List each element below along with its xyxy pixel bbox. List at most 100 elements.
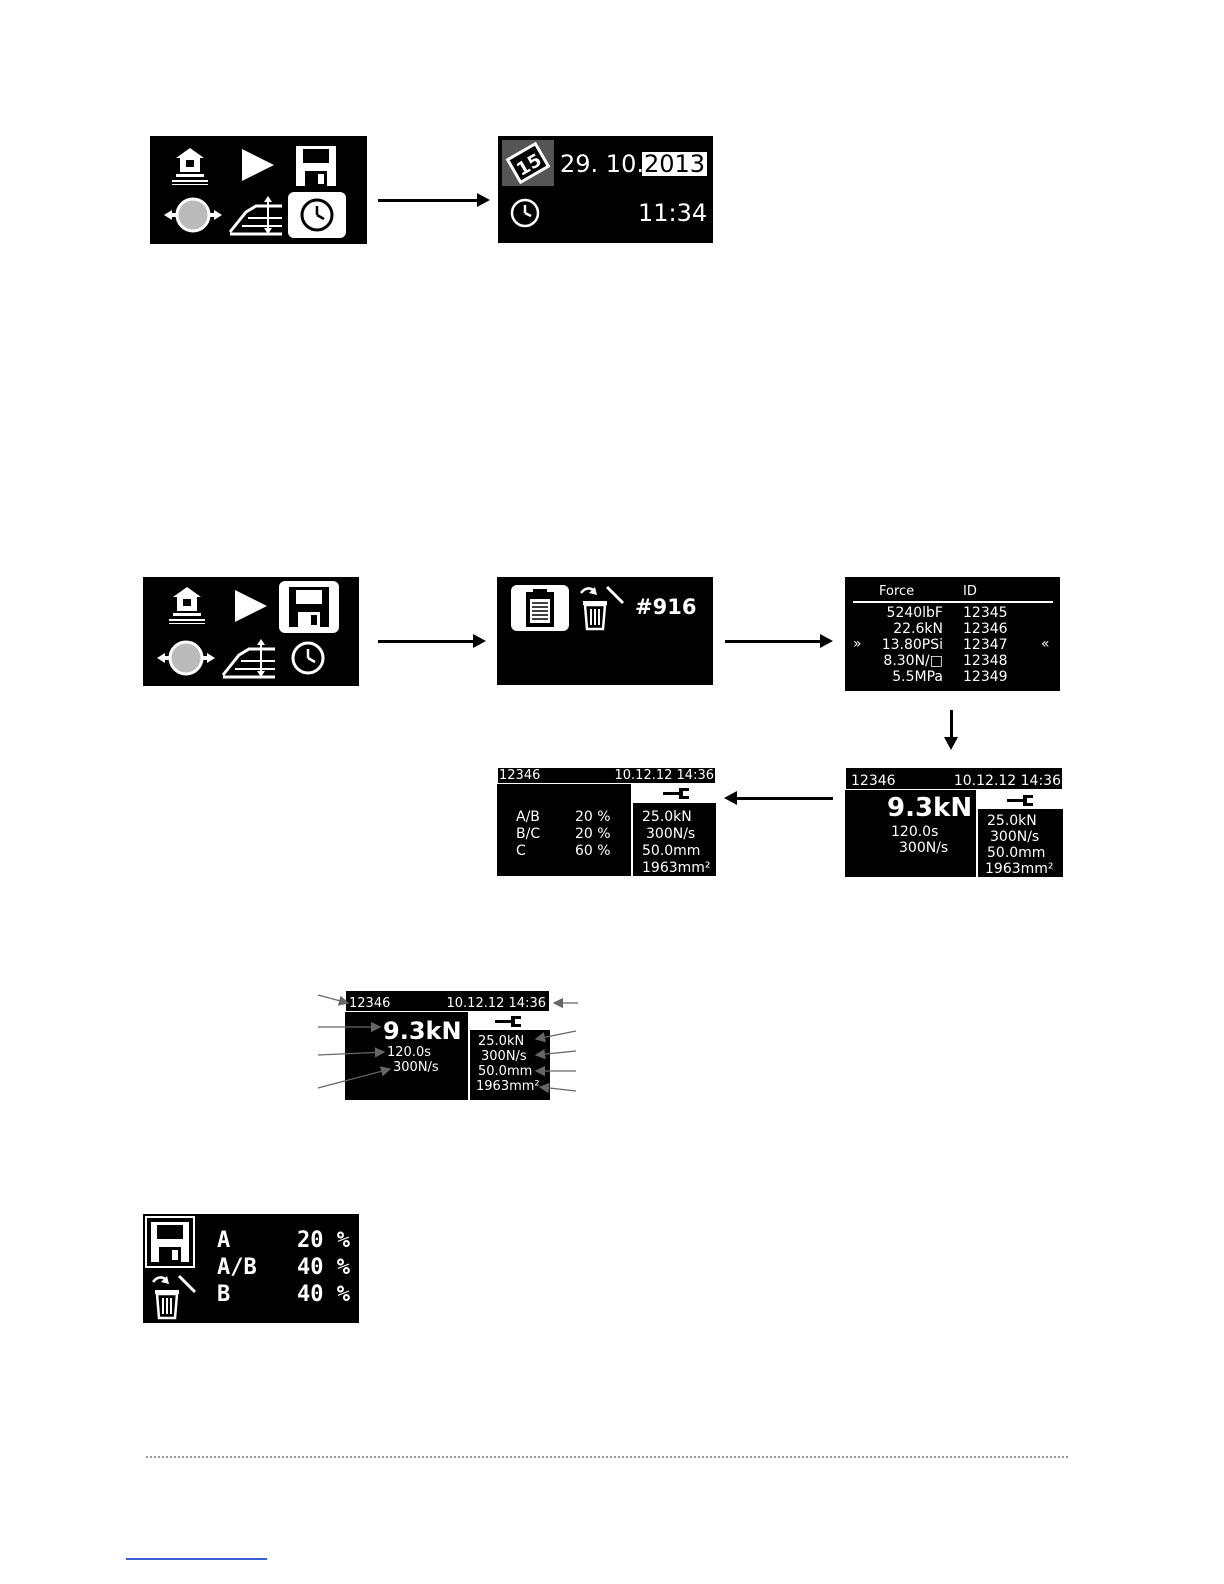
- load-rate: 300N/s: [393, 1060, 439, 1075]
- clock-icon: [291, 641, 325, 675]
- param-length: 50.0mm: [478, 1064, 533, 1079]
- selection-marker-right: «: [1041, 636, 1050, 652]
- list-item-id[interactable]: 12346: [963, 621, 1008, 637]
- mix-label: A: [217, 1228, 231, 1253]
- flow-arrow-down: [944, 710, 958, 750]
- wrench-icon: [495, 1016, 521, 1027]
- selection-marker-left: »: [853, 636, 862, 652]
- specimen-icon: [164, 197, 222, 233]
- record-count: #916: [635, 595, 697, 619]
- mix-value: 40 %: [297, 1282, 350, 1307]
- param-area: 1963mm²: [985, 861, 1054, 877]
- mix-value: 20 %: [575, 826, 611, 842]
- wrench-icon: [1007, 795, 1033, 806]
- record-datetime: 10.12.12 14:36: [614, 768, 715, 783]
- list-item-force[interactable]: 5240lbF: [886, 605, 943, 621]
- result-detail-screen: 12346 10.12.12 14:36 9.3kN 120.0s 300N/s…: [845, 767, 1063, 877]
- callout-line: [538, 1082, 577, 1094]
- list-item-id[interactable]: 12347: [963, 637, 1008, 653]
- menu-screen-save: [143, 577, 359, 686]
- save-icon: [289, 587, 329, 627]
- mix-value: 60 %: [575, 843, 611, 859]
- flow-arrow: [724, 791, 833, 805]
- save-options-screen: #916: [497, 577, 713, 685]
- date-day-month[interactable]: 29. 10.: [560, 150, 644, 178]
- calendar-icon: 15: [502, 140, 554, 186]
- list-item-force[interactable]: 22.6kN: [893, 621, 943, 637]
- header-force: Force: [879, 584, 915, 599]
- delete-icon[interactable]: [575, 583, 629, 633]
- delete-icon[interactable]: [147, 1272, 201, 1322]
- footer-accent-line: [126, 1558, 267, 1560]
- save-mix-screen: A 20 % A/B 40 % B 40 %: [143, 1214, 359, 1323]
- param-rate: 300N/s: [646, 826, 696, 842]
- flow-arrow: [725, 634, 833, 648]
- mix-label: B/C: [516, 826, 541, 842]
- flow-arrow: [378, 634, 486, 648]
- callout-line: [534, 1048, 577, 1060]
- dotted-divider: [146, 1456, 1068, 1458]
- list-item-force[interactable]: 13.80PSi: [881, 637, 943, 653]
- specimen-icon: [157, 640, 215, 676]
- param-rate: 300N/s: [481, 1049, 527, 1064]
- wrench-icon: [663, 788, 689, 799]
- record-datetime: 10.12.12 14:36: [953, 773, 1061, 789]
- test-duration: 120.0s: [891, 824, 939, 840]
- param-rate: 300N/s: [990, 829, 1040, 845]
- force-value: 9.3kN: [887, 793, 973, 823]
- results-list-screen: Force ID » « 5240lbF 12345 22.6kN 12346 …: [845, 577, 1060, 691]
- load-rate: 300N/s: [899, 840, 949, 856]
- header-id: ID: [963, 584, 977, 599]
- menu-screen-clock: [150, 136, 367, 244]
- column-divider: [468, 1012, 470, 1100]
- time-value[interactable]: 11:34: [638, 199, 708, 227]
- flow-arrow: [378, 193, 490, 207]
- ramp-icon: [221, 639, 275, 679]
- mix-value: 20 %: [575, 809, 611, 825]
- save-icon: [296, 146, 336, 186]
- record-id: 12346: [499, 768, 541, 783]
- open-icon: [172, 148, 208, 185]
- mix-label: A/B: [516, 809, 540, 825]
- ramp-icon: [228, 196, 282, 236]
- record-id: 12346: [349, 996, 391, 1011]
- clock-icon: [510, 198, 540, 228]
- mix-label: A/B: [217, 1255, 257, 1280]
- date-year[interactable]: 2013: [642, 150, 708, 178]
- save-icon-frame: [145, 1216, 195, 1268]
- open-icon: [169, 587, 205, 624]
- list-item-force[interactable]: 8.30N/□: [883, 653, 943, 669]
- save-icon[interactable]: [149, 1220, 191, 1264]
- play-icon: [242, 149, 274, 181]
- callout-line: [317, 1066, 392, 1089]
- column-divider: [631, 784, 633, 876]
- list-item-id[interactable]: 12349: [963, 669, 1008, 685]
- record-datetime: 10.12.12 14:36: [446, 996, 547, 1011]
- callout-line: [317, 994, 350, 1006]
- play-icon: [235, 590, 267, 622]
- annotated-result-screen: 12346 10.12.12 14:36 9.3kN 120.0s 300N/s…: [345, 990, 550, 1100]
- test-duration: 120.0s: [387, 1045, 431, 1060]
- list-item-id[interactable]: 12348: [963, 653, 1008, 669]
- mix-value: 20 %: [297, 1228, 350, 1253]
- mix-label: B: [217, 1282, 231, 1307]
- param-max-force: 25.0kN: [987, 813, 1037, 829]
- param-area: 1963mm²: [642, 860, 711, 876]
- column-divider: [976, 790, 978, 877]
- param-length: 50.0mm: [987, 845, 1046, 861]
- date-time-screen: 15 29. 10. 2013 11:34: [498, 136, 713, 243]
- clock-icon: [300, 198, 334, 232]
- callout-lines: [317, 994, 578, 1094]
- param-max-force: 25.0kN: [642, 809, 692, 825]
- callout-line: [317, 1047, 386, 1058]
- mix-label: C: [516, 843, 526, 859]
- list-item-force[interactable]: 5.5MPa: [892, 669, 943, 685]
- param-length: 50.0mm: [642, 843, 701, 859]
- mix-value: 40 %: [297, 1255, 350, 1280]
- force-value: 9.3kN: [383, 1017, 462, 1045]
- header-divider: [853, 601, 1053, 603]
- report-icon: [526, 589, 554, 627]
- list-item-id[interactable]: 12345: [963, 605, 1008, 621]
- mix-detail-screen: 12346 10.12.12 14:36 A/B 20 % B/C 20 % C…: [497, 767, 716, 876]
- callout-line: [534, 1030, 577, 1043]
